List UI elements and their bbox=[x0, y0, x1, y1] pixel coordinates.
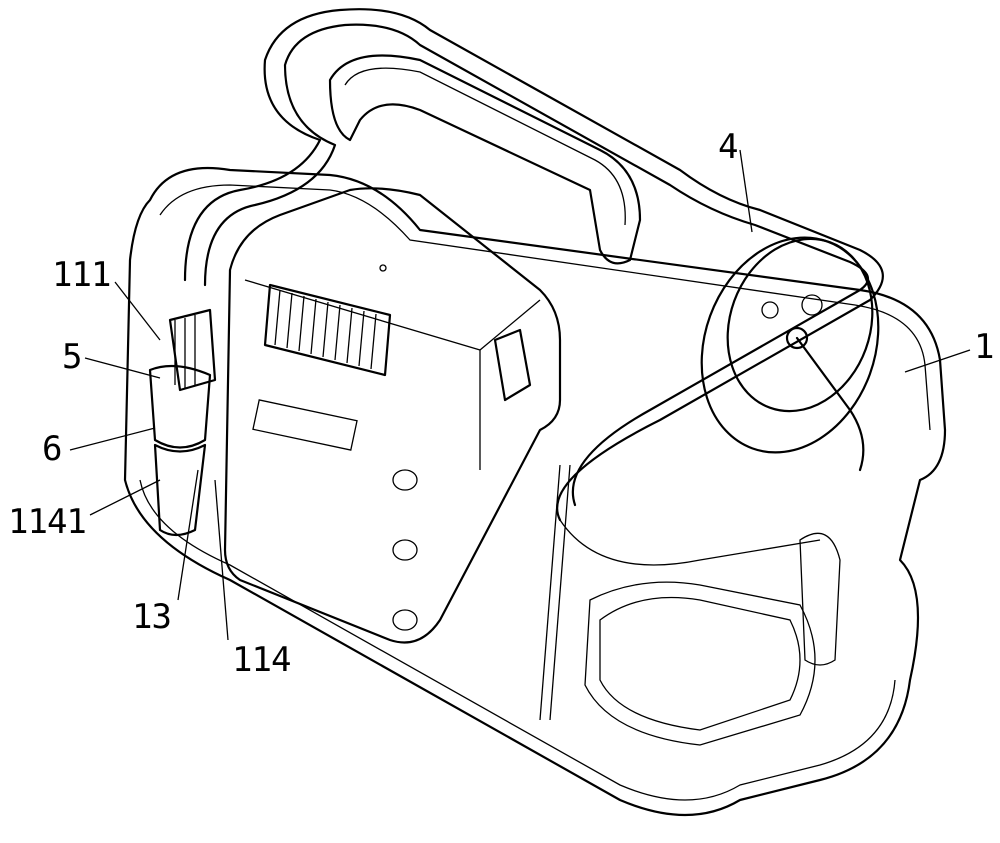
label-111: 111 bbox=[52, 255, 111, 295]
label-13: 13 bbox=[132, 597, 172, 637]
tank-cap bbox=[700, 236, 880, 472]
level-scale bbox=[539, 464, 571, 721]
label-114: 114 bbox=[232, 640, 291, 680]
label-5: 5 bbox=[62, 337, 83, 377]
label-6: 6 bbox=[42, 429, 63, 469]
label-1141: 1141 bbox=[8, 502, 87, 542]
label-1: 1 bbox=[974, 327, 995, 367]
label-4: 4 bbox=[718, 127, 739, 167]
carry-handle bbox=[328, 54, 642, 265]
leader-lines bbox=[69, 149, 971, 641]
battery-pack bbox=[223, 187, 562, 644]
tank-body bbox=[123, 166, 947, 817]
hose bbox=[183, 8, 884, 566]
nozzle-assembly bbox=[148, 308, 217, 537]
